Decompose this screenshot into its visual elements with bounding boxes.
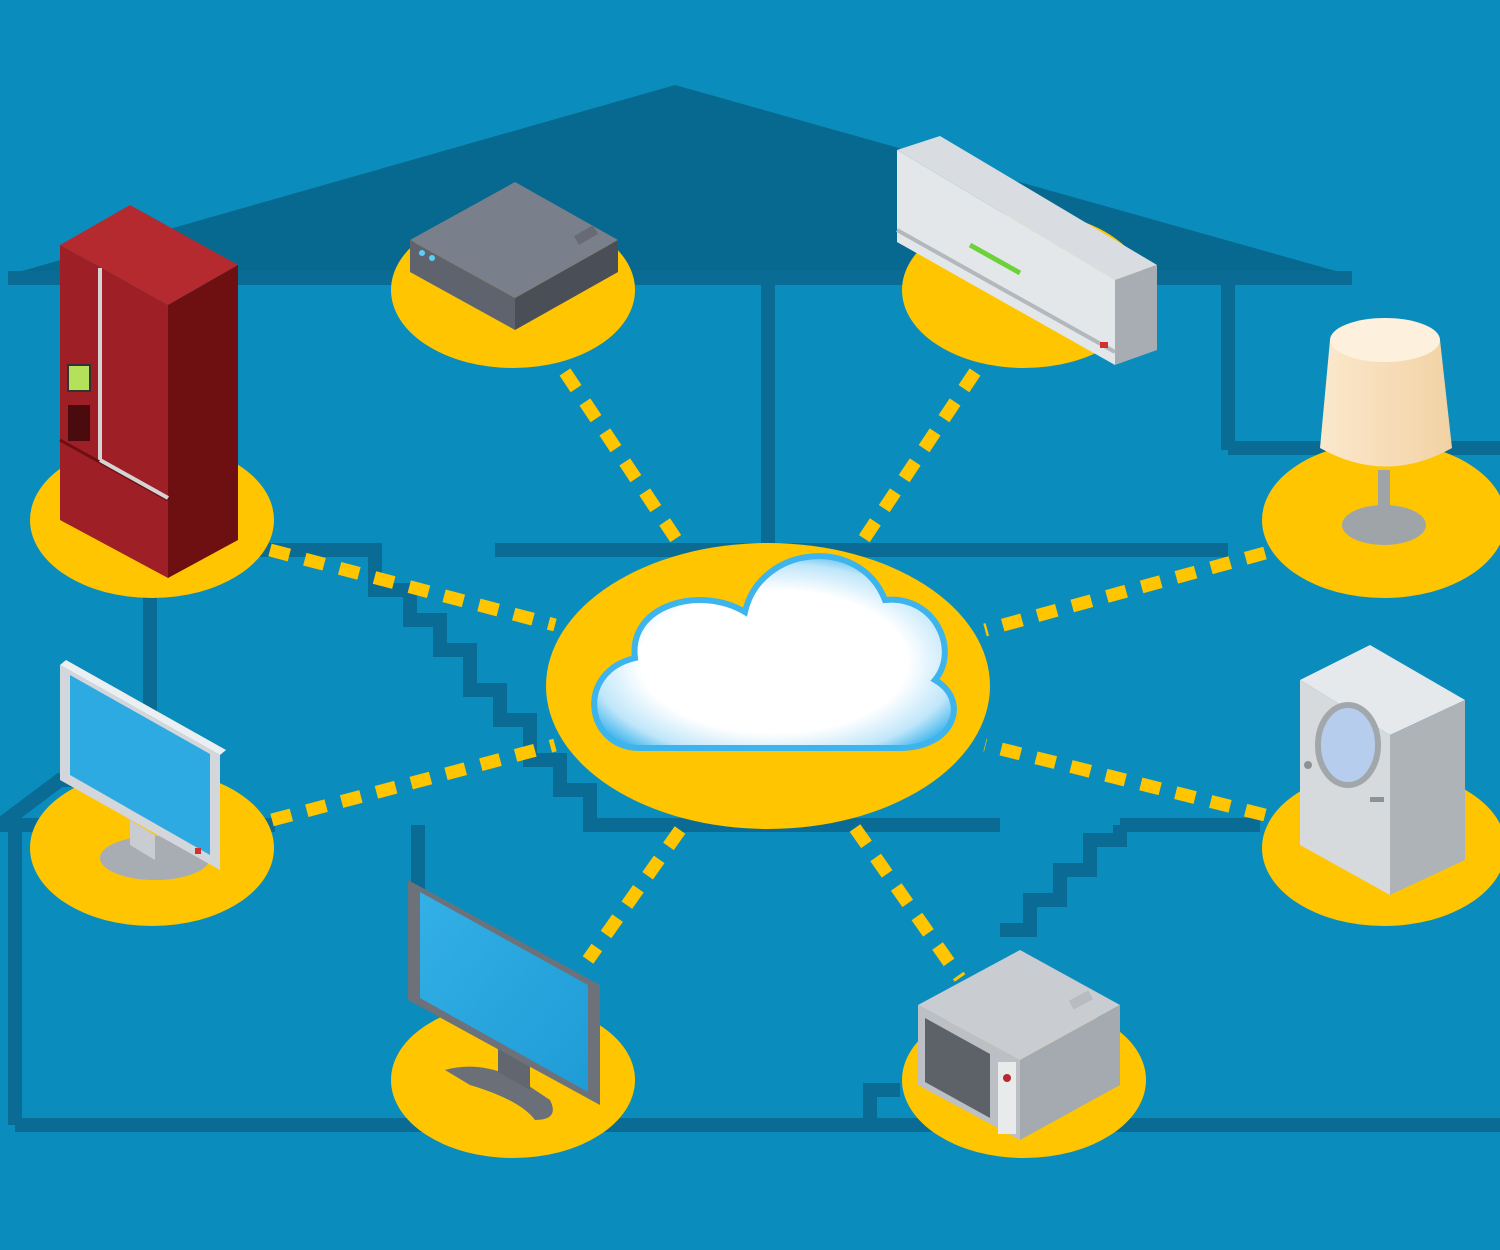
link-monitor (270, 738, 557, 827)
cloud-icon (591, 553, 957, 751)
set-top-box-icon (410, 182, 618, 330)
link-lamp (983, 546, 1267, 637)
link-refrigerator (268, 543, 557, 632)
refrigerator-icon (59, 205, 238, 578)
monitor-icon (60, 660, 226, 880)
link-microwave (849, 824, 966, 982)
microwave-icon (918, 950, 1120, 1140)
connection-links (268, 368, 1267, 982)
washing-machine-icon (1300, 645, 1465, 895)
lamp-icon (1320, 318, 1452, 545)
air-conditioner-icon (896, 136, 1157, 365)
link-tv (582, 826, 686, 964)
tv-icon (408, 880, 600, 1120)
link-washing-machine (983, 738, 1267, 822)
